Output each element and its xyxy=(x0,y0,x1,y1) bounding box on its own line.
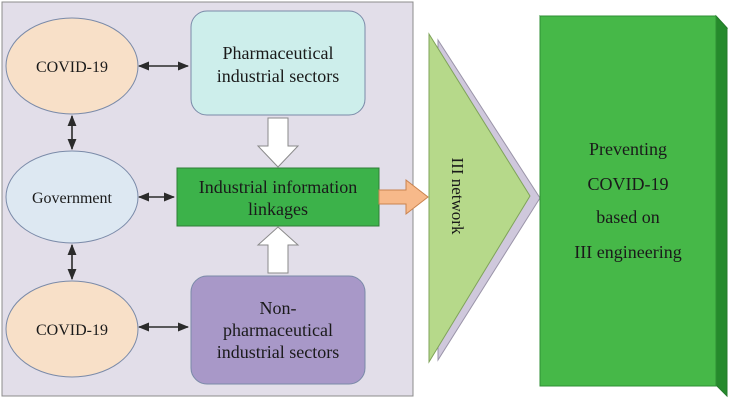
network-triangle xyxy=(428,32,531,364)
pharma-to-linkages-arrow xyxy=(256,117,300,168)
industrial-information-linkages-node: Industrial information linkages xyxy=(176,167,380,227)
outcome-box: Preventing COVID-19 based on III enginee… xyxy=(538,14,729,398)
government-node: Government xyxy=(5,150,139,244)
outcome-label-line-4: III engineering xyxy=(574,242,681,262)
government-label: Government xyxy=(32,190,113,207)
covid-19-top-node: COVID-19 xyxy=(5,17,139,115)
outcome-label-line-2: COVID-19 xyxy=(588,174,669,194)
outcome-label-line-1: Preventing xyxy=(589,139,667,159)
outcome-label-line-3: based on xyxy=(596,207,659,227)
pharmaceutical-label-line-1: Pharmaceutical xyxy=(223,43,334,63)
nonpharma-to-linkages-arrow xyxy=(256,226,300,274)
linkages-label-line-2: linkages xyxy=(248,199,308,219)
pharmaceutical-label-line-2: industrial sectors xyxy=(217,66,339,86)
linkages-to-network-arrow xyxy=(378,178,429,216)
non-pharmaceutical-sectors-node: Non- pharmaceutical industrial sectors xyxy=(190,275,366,385)
linkages-label-line-1: Industrial information xyxy=(199,177,357,197)
non-pharmaceutical-label-line-1: Non- xyxy=(260,298,297,318)
pharmaceutical-sectors-node: Pharmaceutical industrial sectors xyxy=(190,10,366,116)
covid-19-bottom-node: COVID-19 xyxy=(5,280,139,378)
covid-19-top-label: COVID-19 xyxy=(36,59,108,76)
non-pharmaceutical-label-line-2: pharmaceutical xyxy=(223,320,333,340)
network-label: III network xyxy=(448,158,467,235)
non-pharmaceutical-label-line-3: industrial sectors xyxy=(217,342,339,362)
covid-19-bottom-label: COVID-19 xyxy=(36,322,108,339)
